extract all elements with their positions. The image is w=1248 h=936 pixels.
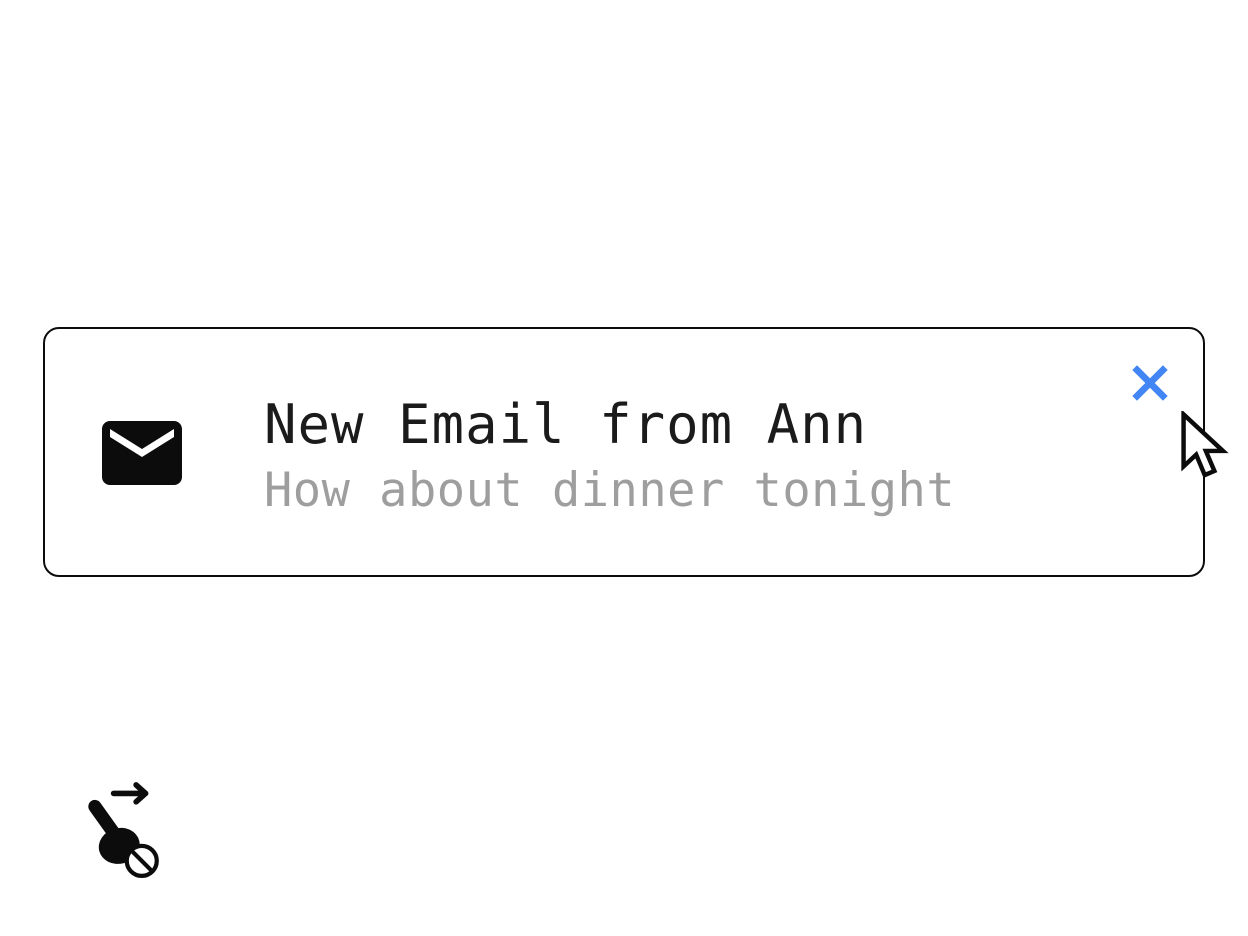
swipe-blocked-icon <box>78 778 168 880</box>
notification-title: New Email from Ann <box>264 393 868 456</box>
close-icon <box>1127 365 1173 409</box>
notification-card[interactable]: New Email from Ann How about dinner toni… <box>43 327 1205 577</box>
email-icon <box>94 405 190 501</box>
notification-subtitle: How about dinner tonight <box>264 463 956 518</box>
close-button[interactable] <box>1126 360 1174 408</box>
